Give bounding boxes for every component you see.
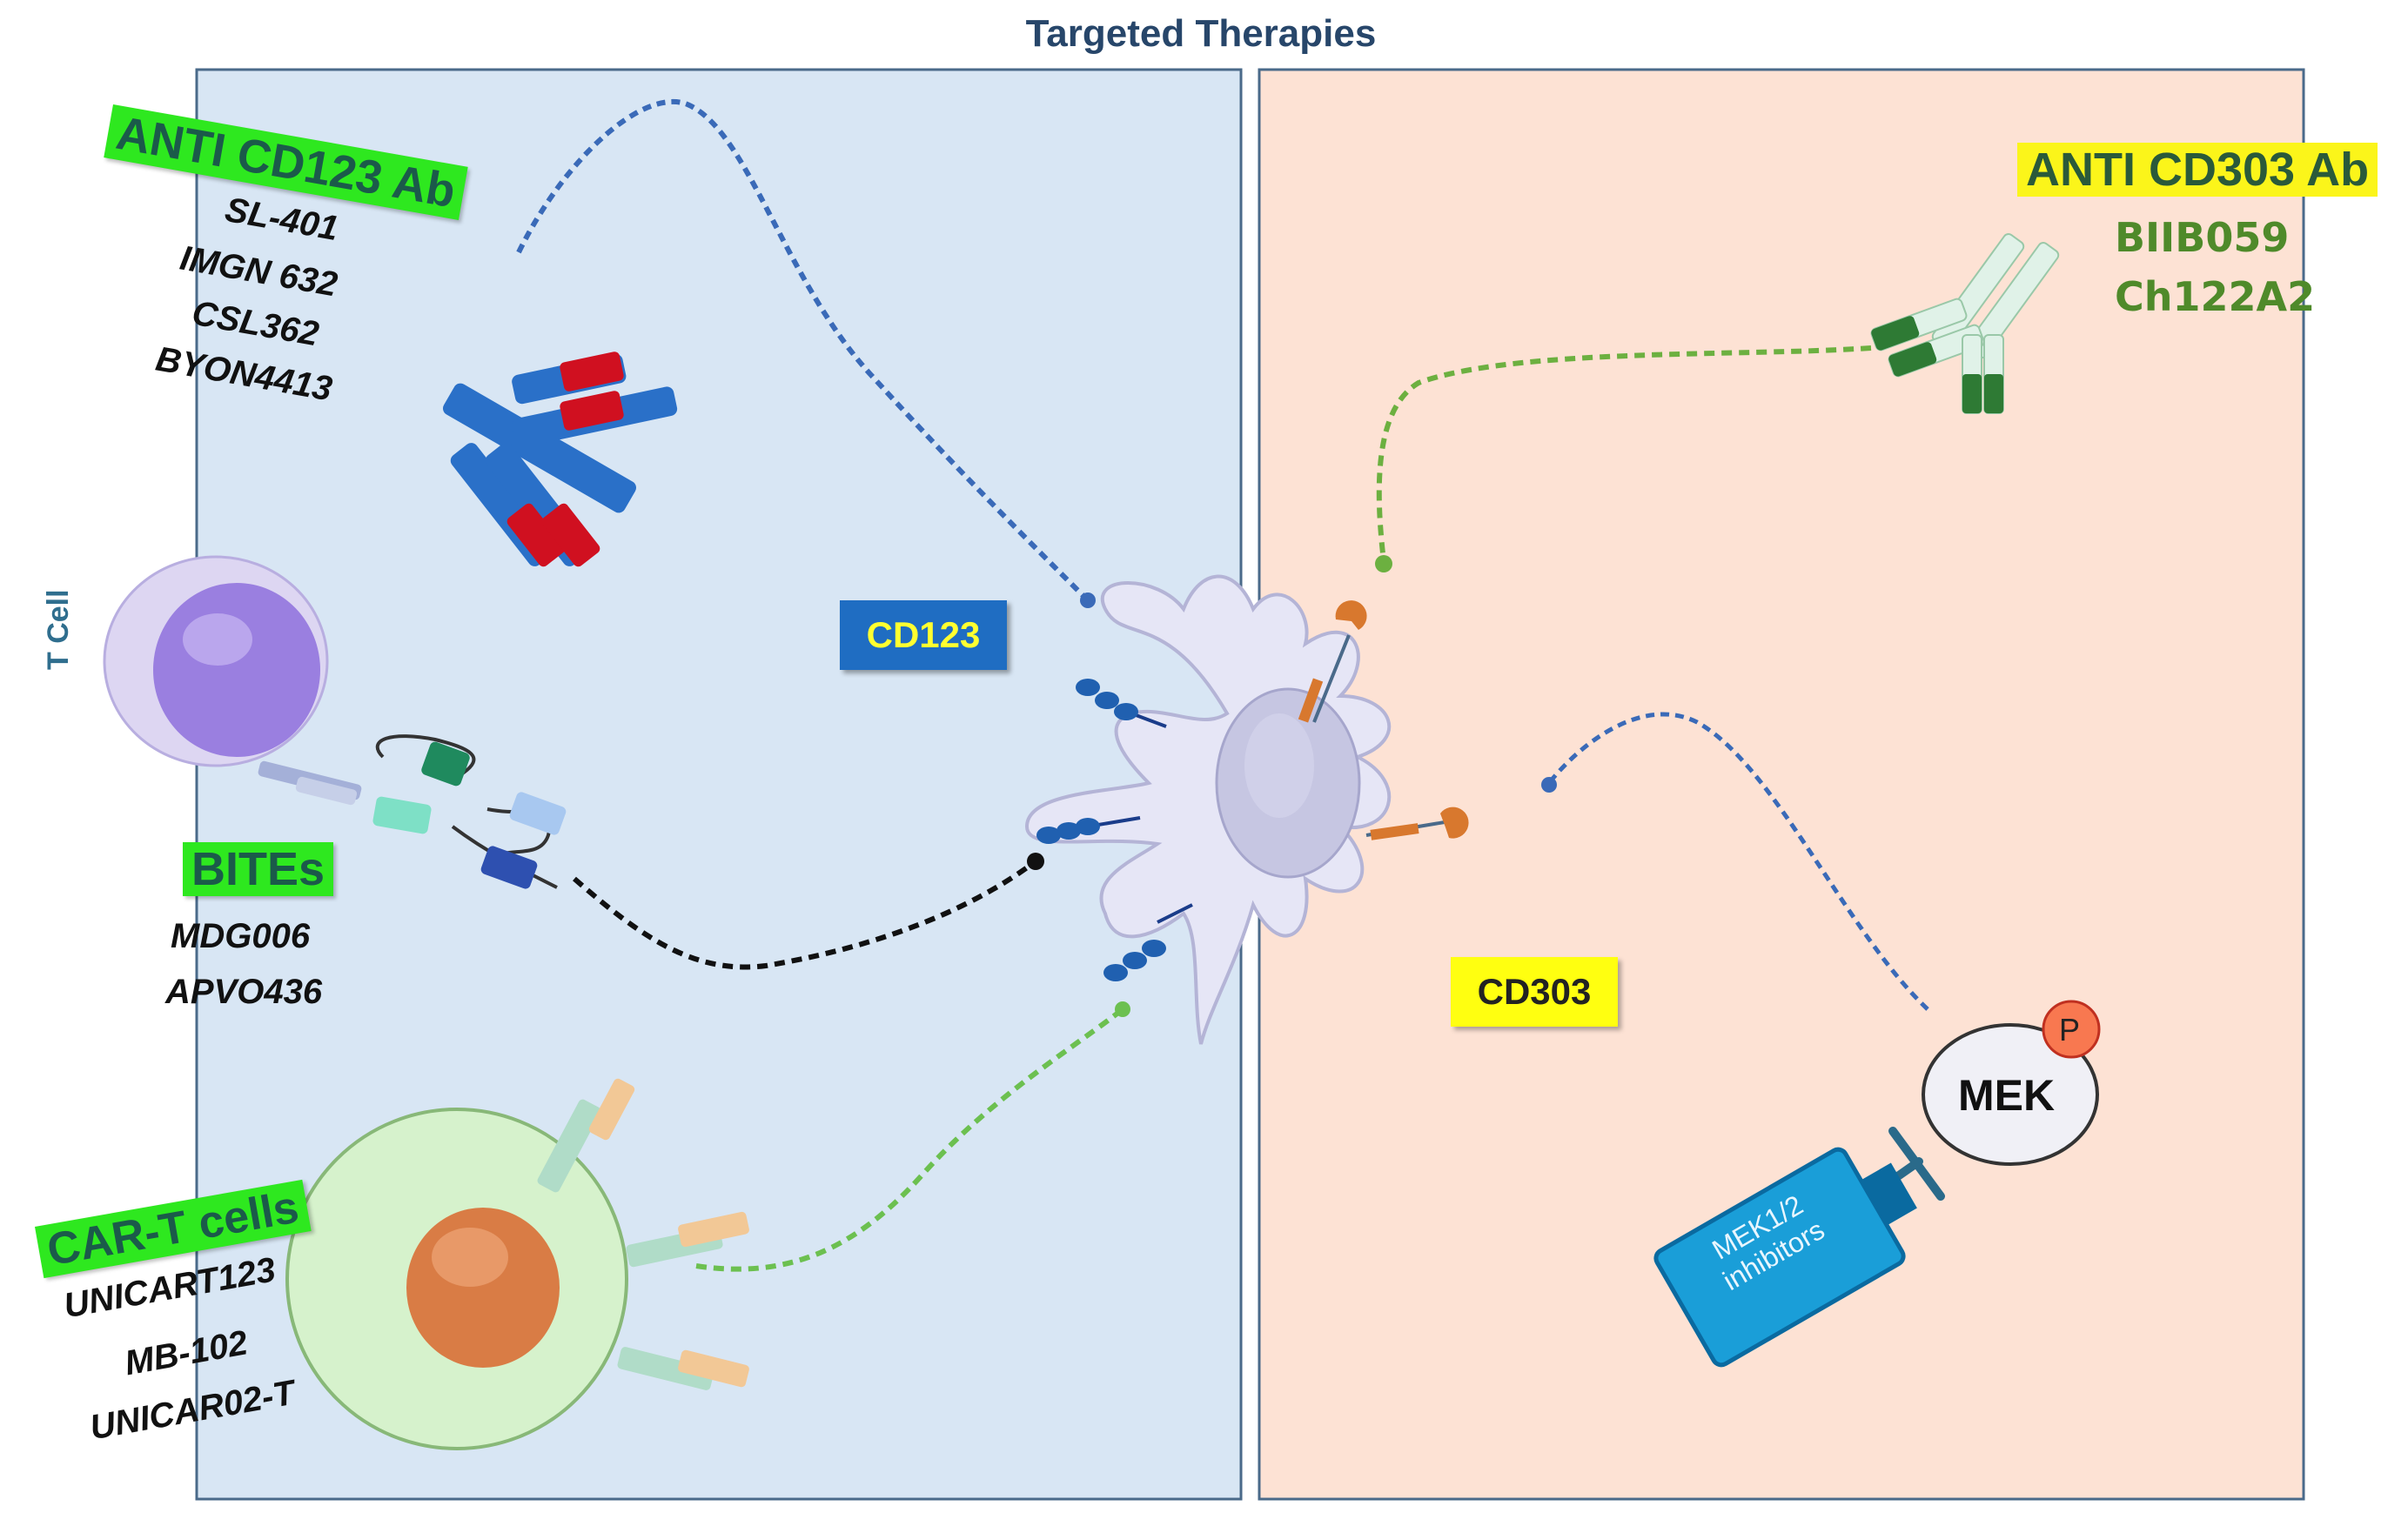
anti-cd123-antibody-icon [443,351,678,567]
bite-connector [573,859,1037,970]
bites-title: BITEs [183,842,334,896]
cd303-label: CD303 [1451,957,1618,1027]
cd123-label: CD123 [840,600,1007,670]
t-cell-label: T Cell [42,589,75,670]
mek-node [1922,1000,2101,1166]
bites-drug-1: MDG006 [171,917,311,955]
syringe-icon [1653,1147,1917,1368]
diagram-title: Targeted Therapies [1025,12,1377,55]
car-t-connector [695,1007,1124,1272]
phospho-label: P [2059,1012,2081,1048]
anti-cd303-antibody-icon [1870,233,2060,414]
cd123-antibody-connector [516,98,1090,603]
anti-cd303-drug-1: BIIB059 [2115,214,2290,261]
bites-drug-2: APVO436 [165,973,323,1011]
anti-cd303-connector [1376,345,1872,562]
car-t-cell-icon [285,1078,749,1450]
anti-cd303-title: ANTI CD303 Ab [2017,143,2378,197]
mek-label: MEK [1958,1071,2056,1120]
t-cell-icon [103,555,362,806]
dendritic-cell-icon [1024,574,1392,1045]
mek-connector [1547,712,1929,1011]
anti-cd303-drug-2: Ch122A2 [2115,273,2316,320]
